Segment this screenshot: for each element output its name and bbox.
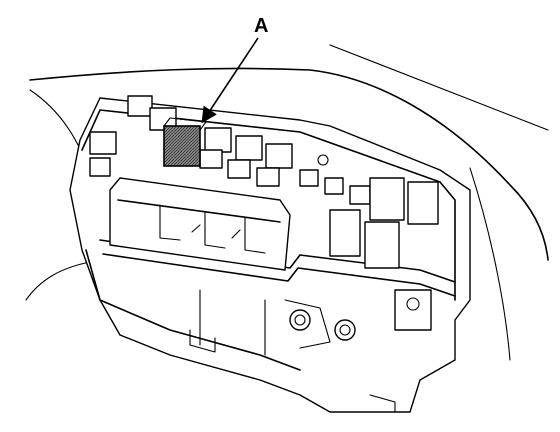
- bolt-terminals: [284, 299, 356, 349]
- top-relay-row: [89, 95, 371, 205]
- callout-label-a: A: [254, 15, 269, 37]
- right-relay-group: [329, 177, 439, 331]
- highlighted-relay-a: [163, 125, 201, 167]
- callout-leader-arrow: [201, 37, 259, 124]
- main-relay-block: [109, 177, 291, 271]
